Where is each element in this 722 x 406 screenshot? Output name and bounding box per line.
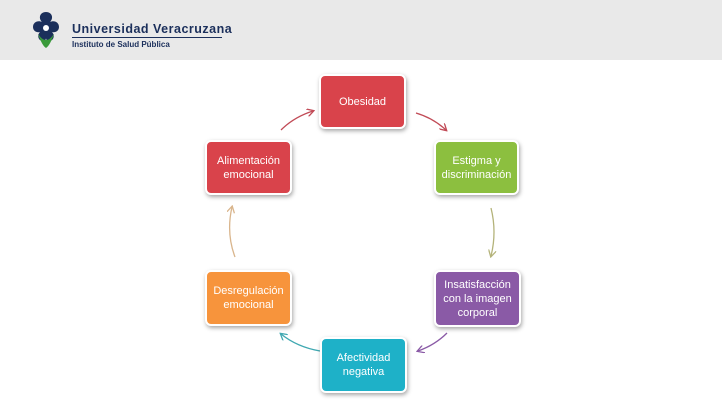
node-desregulacion-label: Desregulación emocional [213,285,284,311]
node-estigma: Estigma y discriminación [434,140,519,195]
arrow-estigma-to-insatisfaccion [491,207,494,256]
node-afectividad-label: Afectividad negativa [336,352,391,378]
arrow-afectividad-to-desregulacion [281,334,321,352]
node-estigma-label: Estigma y discriminación [441,154,512,181]
arrow-alimentacion-to-obesidad [280,111,313,131]
header-divider [72,37,222,38]
node-alimentacion-label: Alimentación emocional [217,154,280,181]
arrow-desregulacion-to-alimentacion [230,207,236,258]
university-logo-icon [33,12,59,48]
node-insatisfaccion-label: Insatisfacción con la imagen corporal [443,278,512,319]
node-alimentacion: Alimentación emocional [205,140,292,195]
institute-name: Instituto de Salud Pública [72,40,170,49]
university-name: Universidad Veracruzana [72,22,233,36]
node-obesidad: Obesidad [319,74,406,129]
node-afectividad: Afectividad negativa [320,337,407,393]
node-obesidad-label: Obesidad [338,95,387,108]
arrow-insatisfaccion-to-afectividad [418,332,448,351]
header-bar: Universidad Veracruzana Instituto de Sal… [0,0,722,60]
arrow-obesidad-to-estigma [415,112,446,130]
node-desregulacion: Desregulación emocional [205,270,292,326]
node-insatisfaccion: Insatisfacción con la imagen corporal [434,270,521,327]
